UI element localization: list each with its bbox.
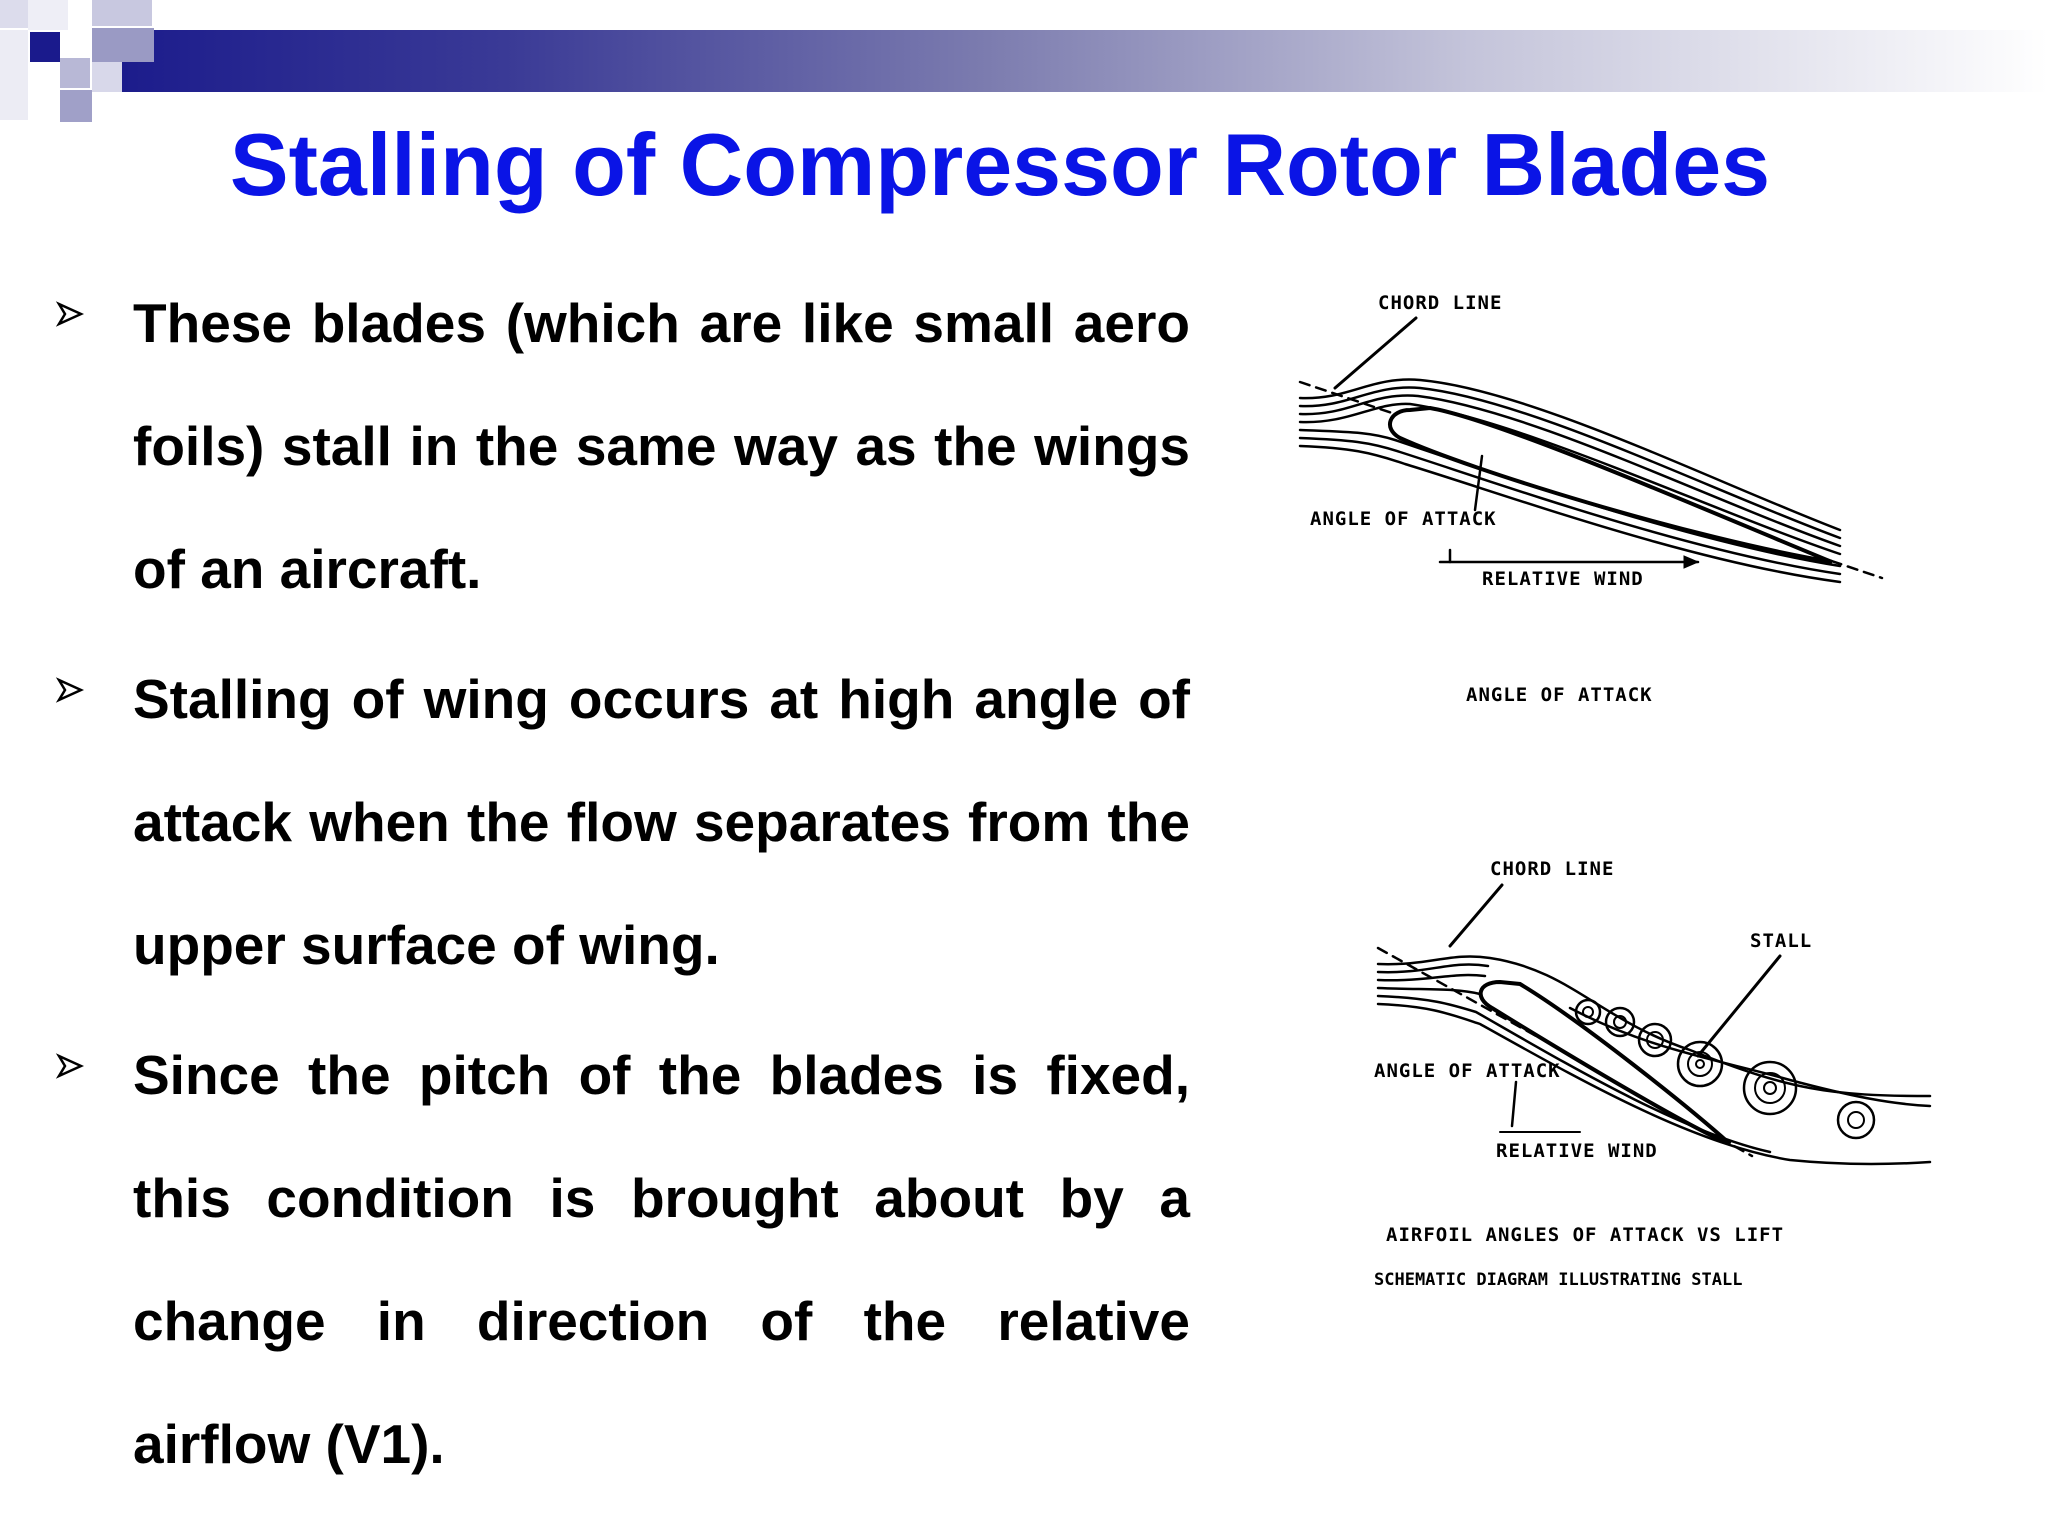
arrowhead-bullet-icon xyxy=(55,677,85,703)
figure-caption-line1: AIRFOIL ANGLES OF ATTACK VS LIFT xyxy=(1386,1224,1785,1246)
corner-square-decoration xyxy=(0,30,28,120)
corner-square-decoration xyxy=(30,32,60,62)
bottom-angle-of-attack-label: ANGLE OF ATTACK xyxy=(1374,1060,1561,1082)
bottom-chord-line-label: CHORD LINE xyxy=(1490,858,1615,880)
corner-square-decoration xyxy=(92,62,122,92)
corner-square-decoration xyxy=(0,0,28,28)
streamline xyxy=(1376,973,1487,982)
bullet-item: These blades (which are like small aero … xyxy=(55,262,1190,631)
streamline xyxy=(1298,436,1842,576)
top-chord-line-label: CHORD LINE xyxy=(1378,292,1503,314)
chord-line-leader xyxy=(1448,883,1504,948)
arrowhead-bullet-icon xyxy=(55,301,85,327)
streamline xyxy=(1298,428,1842,568)
corner-square-decoration xyxy=(92,28,154,62)
top-relative-wind-label: RELATIVE WIND xyxy=(1482,568,1644,590)
airfoil-diagrams xyxy=(1298,316,1932,1166)
chord-line-leader xyxy=(1333,316,1418,390)
streamline xyxy=(1298,378,1842,532)
bottom-relative-wind-label: RELATIVE WIND xyxy=(1496,1140,1658,1162)
airfoil-stall-figure: CHORD LINE ANGLE OF ATTACK RELATIVE WIND… xyxy=(1270,260,1970,1320)
top-figure-caption: ANGLE OF ATTACK xyxy=(1466,684,1653,706)
header-gradient-bar xyxy=(120,30,2048,92)
bottom-airfoil-diagram xyxy=(1376,883,1932,1166)
angle-of-attack-leader xyxy=(1510,1080,1518,1128)
corner-square-decoration xyxy=(28,0,68,30)
arrowhead-bullet-icon xyxy=(55,1053,85,1079)
top-angle-of-attack-label: ANGLE OF ATTACK xyxy=(1310,508,1497,530)
bullet-list: These blades (which are like small aero … xyxy=(55,262,1190,1513)
streamline xyxy=(1376,963,1490,974)
stall-vortices xyxy=(1574,998,1876,1140)
streamline xyxy=(1376,1002,1932,1166)
streamline xyxy=(1376,955,1932,1098)
streamline xyxy=(1376,986,1482,996)
streamline xyxy=(1298,394,1842,548)
streamline xyxy=(1376,994,1772,1154)
stall-leader xyxy=(1696,954,1782,1058)
bullet-item: Since the pitch of the blades is fixed, … xyxy=(55,1014,1190,1506)
figure-caption-line2: SCHEMATIC DIAGRAM ILLUSTRATING STALL xyxy=(1374,1270,1743,1290)
streamline xyxy=(1568,1006,1932,1108)
corner-square-decoration xyxy=(60,58,90,88)
corner-square-decoration xyxy=(60,90,92,122)
streamline xyxy=(1298,402,1842,556)
bullet-item: Stalling of wing occurs at high angle of… xyxy=(55,638,1190,1007)
bullet-text: Since the pitch of the blades is fixed, … xyxy=(133,1044,1190,1475)
airfoil-shape xyxy=(1388,405,1833,564)
bullet-text: These blades (which are like small aero … xyxy=(133,292,1190,600)
slide-title: Stalling of Compressor Rotor Blades xyxy=(229,115,1771,214)
streamline xyxy=(1298,386,1842,540)
top-airfoil-diagram xyxy=(1298,316,1884,584)
bullet-text: Stalling of wing occurs at high angle of… xyxy=(133,668,1190,976)
corner-square-decoration xyxy=(92,0,152,26)
bottom-stall-label: STALL xyxy=(1750,930,1813,952)
angle-of-attack-leader xyxy=(1473,454,1484,512)
